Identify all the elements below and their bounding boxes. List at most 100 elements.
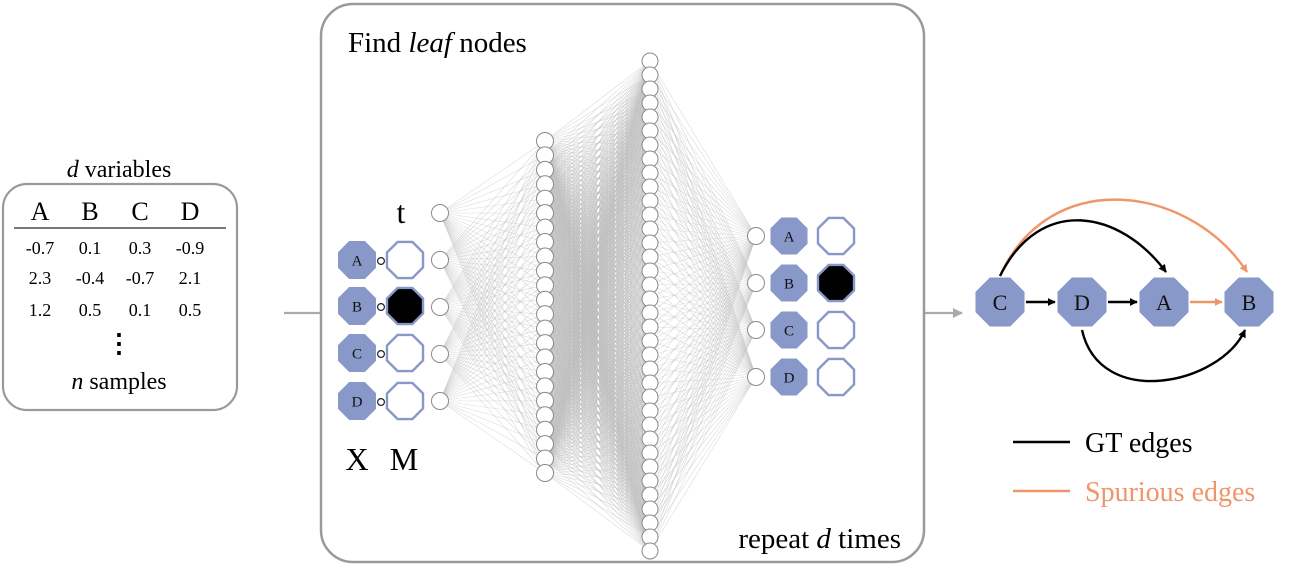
mlp-connections (440, 61, 756, 551)
mask-node-on (387, 288, 423, 324)
mlp-connection (650, 330, 756, 481)
mlp-neuron (432, 299, 449, 316)
mlp-neuron (432, 393, 449, 410)
mlp-connection (650, 145, 756, 236)
mlp-connection (440, 155, 545, 354)
output-node-label: C (784, 324, 794, 340)
column-header-c: C (131, 197, 148, 226)
mlp-neuron (748, 322, 765, 339)
legend-spurious-label: Spurious edges (1085, 477, 1255, 508)
output-node-label: B (784, 277, 794, 293)
mlp-connection (650, 283, 756, 537)
x-label: X (345, 441, 368, 477)
mlp-connection (440, 170, 545, 213)
table-footer-n: n (71, 369, 83, 395)
mlp-neuron (642, 543, 658, 559)
hadamard-icon (378, 258, 385, 265)
table-cell: 2.1 (179, 268, 202, 288)
leaf-indicator-off (818, 359, 854, 395)
leaf-indicator-off (818, 218, 854, 254)
output-nodes: A B C D (771, 218, 854, 395)
input-node-label: B (352, 300, 362, 316)
table-cell: -0.7 (26, 238, 55, 258)
t-label: t (397, 194, 406, 230)
mlp-neuron (748, 275, 765, 292)
graph-node-label: C (993, 290, 1008, 315)
mlp-neuron (748, 228, 765, 245)
table-footer-text: samples (83, 369, 166, 395)
panel-title-italic: leaf (408, 27, 455, 59)
graph-node-label: D (1074, 290, 1090, 315)
mlp-connection (650, 159, 756, 236)
output-node-label: D (784, 371, 795, 387)
input-node-label: C (352, 347, 362, 363)
mlp-connection (650, 377, 756, 467)
repeat-suffix: times (831, 523, 901, 555)
panel-title: Find leaf nodes (348, 27, 527, 59)
column-header-a: A (31, 197, 50, 226)
table-header-text: variables (79, 157, 172, 183)
repeat-italic: d (816, 523, 831, 555)
mlp-connection (440, 401, 545, 430)
gt-edge-d-b (1082, 330, 1245, 381)
mask-node-off (387, 242, 423, 278)
mlp-connection (440, 401, 545, 444)
spurious-edge-c-b (1000, 200, 1247, 276)
leaf-finder-panel: Find leaf nodes repeat d times t X M A B C… (321, 4, 924, 562)
leaf-indicator-on (818, 265, 854, 301)
table-footer: n samples (71, 369, 166, 395)
mlp-neuron (537, 465, 554, 482)
table-cell: -0.7 (126, 268, 155, 288)
mlp-connection (440, 141, 545, 213)
mlp-connection (440, 260, 545, 459)
leaf-indicator-off (818, 312, 854, 348)
mlp-connection (650, 330, 756, 495)
table-header: d variables (67, 157, 172, 183)
mlp-connection (650, 330, 756, 509)
output-node-label: A (784, 230, 795, 246)
table-cell: -0.4 (76, 268, 105, 288)
table-cell: 0.3 (129, 238, 152, 258)
mlp-connection (650, 236, 756, 551)
mlp-connection (440, 307, 545, 459)
mlp-neuron (432, 346, 449, 363)
input-nodes: A B C D (339, 242, 424, 420)
hadamard-icon (378, 351, 385, 358)
table-cell: 0.1 (129, 300, 152, 320)
hadamard-icon (378, 399, 385, 406)
mlp-connection (440, 401, 545, 473)
mask-node-off (387, 335, 423, 371)
table-cell: 0.5 (179, 300, 202, 320)
legend-gt-label: GT edges (1085, 428, 1193, 459)
table-cell: 0.1 (79, 238, 102, 258)
table-cell: 0.5 (79, 300, 102, 320)
table-cell: -0.9 (176, 238, 205, 258)
column-header-d: D (181, 197, 200, 226)
mlp-connection (440, 184, 545, 213)
panel-title-suffix: nodes (452, 27, 527, 59)
legend: GT edges Spurious edges (1013, 428, 1255, 508)
table-cell: 1.2 (29, 300, 52, 320)
mlp-connection (440, 155, 545, 307)
gt-edge-c-a (1000, 220, 1166, 276)
m-label: M (390, 441, 418, 477)
table-cell: 2.3 (29, 268, 52, 288)
mlp-neuron (748, 369, 765, 386)
table-ellipsis: ⋮ (106, 329, 132, 358)
mask-node-off (387, 383, 423, 419)
column-header-b: B (81, 197, 98, 226)
hadamard-icon (378, 304, 385, 311)
mlp-neuron (432, 205, 449, 222)
repeat-prefix: repeat (738, 523, 816, 555)
input-node-label: A (352, 254, 363, 270)
repeat-label: repeat d times (738, 523, 901, 555)
data-table: d variables A B C D -0.7 0.1 0.3 -0.9 2.… (3, 157, 237, 410)
input-node-label: D (352, 395, 363, 411)
mlp-connection (650, 377, 756, 495)
panel-title-prefix: Find (348, 27, 408, 59)
mlp-neuron (432, 252, 449, 269)
graph-node-label: B (1242, 290, 1257, 315)
